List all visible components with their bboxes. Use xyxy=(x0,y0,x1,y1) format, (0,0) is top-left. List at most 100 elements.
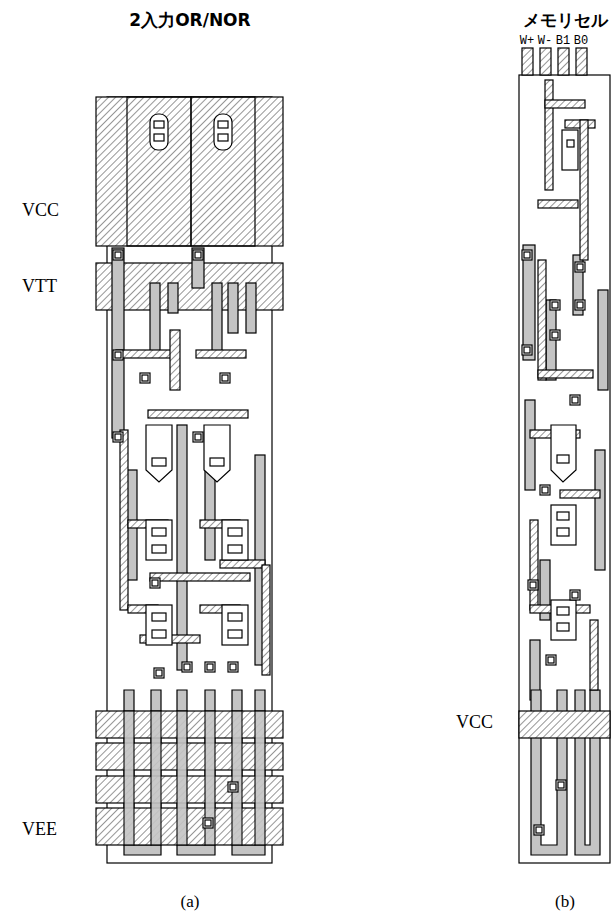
layout-shape xyxy=(115,352,121,358)
layout-shape xyxy=(575,262,585,272)
layout-shape xyxy=(204,425,230,482)
layout-shape xyxy=(546,655,556,665)
layout-shape xyxy=(557,455,569,463)
layout-shape xyxy=(570,590,580,600)
pin-name: B0 xyxy=(574,35,588,47)
layout-shape xyxy=(228,283,238,333)
layout-shape xyxy=(523,245,608,855)
layout-shape xyxy=(557,607,569,615)
layout-shape xyxy=(222,520,248,560)
layout-shape xyxy=(115,434,121,440)
layout-shape xyxy=(140,373,150,383)
layout-shape xyxy=(124,711,134,845)
layout-shape xyxy=(524,252,530,258)
layout-shape xyxy=(538,200,578,208)
layout-shape xyxy=(560,490,600,498)
figure-label: (b) xyxy=(555,893,575,910)
layout-shape xyxy=(152,458,166,466)
layout-shape xyxy=(116,330,270,675)
layout-shape xyxy=(222,605,248,645)
layout-shape xyxy=(228,662,238,672)
layout-shape xyxy=(562,130,578,170)
layout-shape xyxy=(218,134,228,141)
layout-shape xyxy=(182,662,192,672)
layout-shape xyxy=(203,818,213,828)
layout-shape xyxy=(154,134,164,141)
layout-shape xyxy=(542,487,548,493)
layout-shape xyxy=(552,332,558,338)
layout-shape xyxy=(536,827,542,833)
layout-shape xyxy=(534,825,544,835)
layout-shape xyxy=(557,528,569,536)
panel-heading: メモリセル xyxy=(523,12,608,29)
layout-shape xyxy=(551,130,578,640)
layout-shape xyxy=(150,283,160,353)
layout-shape xyxy=(228,545,242,553)
layout-shape xyxy=(146,520,172,560)
layout-shape xyxy=(545,100,585,108)
layout-shape xyxy=(228,782,238,792)
layout-shape xyxy=(522,48,533,75)
layout-shape xyxy=(218,121,228,128)
layout-shape xyxy=(212,283,222,353)
layout-shape xyxy=(538,370,593,378)
layout-shape xyxy=(528,580,538,590)
layout-shape xyxy=(522,345,532,355)
layout-shape xyxy=(550,330,560,340)
layout-shape xyxy=(538,260,546,380)
layout-shape xyxy=(590,620,598,690)
layout-shape xyxy=(113,350,123,360)
layout-shape xyxy=(203,782,238,828)
layout-shape xyxy=(205,662,215,672)
layout-shape xyxy=(575,300,585,310)
layout-shape xyxy=(112,248,124,438)
layout-shape xyxy=(177,425,187,670)
layout-shape xyxy=(255,711,265,845)
layout-shape xyxy=(156,670,162,676)
layout-shape xyxy=(205,820,211,826)
layout-shape xyxy=(556,780,566,790)
layout-shape xyxy=(113,250,238,678)
layout-shape xyxy=(168,283,178,313)
layout-shape xyxy=(262,565,270,675)
layout-shape xyxy=(151,711,161,845)
layout-shape xyxy=(567,140,574,147)
layout-shape xyxy=(523,245,535,360)
layout-shape xyxy=(214,114,232,150)
layout-shape xyxy=(595,450,605,570)
layout-shape xyxy=(230,784,236,790)
layout-shape xyxy=(551,505,576,545)
layout-shape xyxy=(116,350,176,358)
layout-shape xyxy=(207,664,213,670)
layout-shape xyxy=(540,485,550,495)
layout-shape xyxy=(142,375,148,381)
layout-shape xyxy=(148,410,248,418)
layout-shape xyxy=(576,48,587,75)
layout-shape xyxy=(530,582,536,588)
layout-shape xyxy=(577,302,583,308)
layout-shape xyxy=(205,470,215,560)
layout-shape xyxy=(246,283,256,333)
layout-shape xyxy=(548,657,554,663)
layout-shape xyxy=(120,430,128,610)
layout-shape xyxy=(570,395,580,405)
layout-shape xyxy=(572,397,578,403)
layout-shape xyxy=(580,120,588,260)
layout-shape xyxy=(146,605,172,645)
supply-label: VCC xyxy=(456,713,493,731)
layout-shape xyxy=(530,80,600,690)
layout-shape xyxy=(540,48,551,75)
layout-shape xyxy=(551,600,576,640)
layout-shape xyxy=(222,375,228,381)
layout-shape xyxy=(522,250,585,835)
layout-shape xyxy=(220,373,230,383)
layout-shape xyxy=(550,300,560,310)
layout-shape xyxy=(195,434,201,440)
layout-shape xyxy=(557,623,569,631)
supply-label: VTT xyxy=(22,277,57,295)
layout-shape xyxy=(524,347,530,353)
layout-shape xyxy=(154,121,164,128)
layout-shape xyxy=(113,432,123,442)
layout-shape xyxy=(146,425,248,645)
